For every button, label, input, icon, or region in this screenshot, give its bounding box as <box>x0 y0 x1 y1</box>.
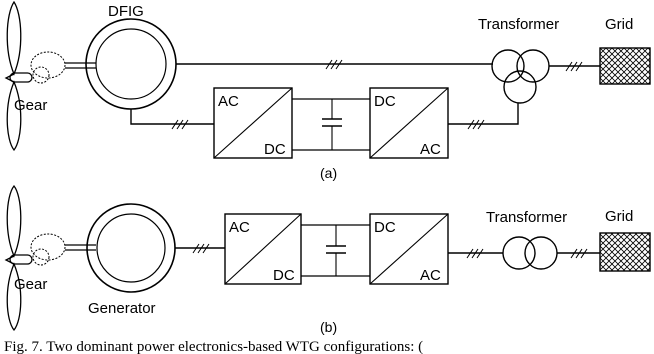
rectifier-a <box>213 87 293 159</box>
transformer-label: Transformer <box>486 209 567 226</box>
diagram-a: DFIG Gear Transformer Grid AC DC DC AC (… <box>4 0 651 181</box>
gear-label: Gear <box>14 276 47 293</box>
three-phase-mark <box>192 243 210 254</box>
rectifier-b <box>224 213 302 285</box>
rectifier-ac-label: AC <box>218 93 239 110</box>
turbine-blades-b <box>4 184 22 332</box>
dc-link-b <box>301 224 370 277</box>
rectifier-ac-label: AC <box>229 219 250 236</box>
inverter-b <box>369 213 449 285</box>
grid-block-a <box>599 47 651 85</box>
transformer-label: Transformer <box>478 16 559 33</box>
generator-label: Generator <box>88 300 156 317</box>
inverter-ac-label: AC <box>420 141 441 158</box>
grid-block-b <box>599 232 651 272</box>
gear-label: Gear <box>14 97 47 114</box>
inverter-dc-label: DC <box>374 93 396 110</box>
turbine-blades-a <box>4 0 22 152</box>
gear-icon <box>30 233 66 266</box>
dc-link-a <box>292 98 370 151</box>
dfig-machine <box>85 18 177 110</box>
rectifier-dc-label: DC <box>264 141 286 158</box>
grid-label: Grid <box>605 208 633 225</box>
generator-machine <box>86 203 176 293</box>
hub-b <box>9 254 33 265</box>
grid-label: Grid <box>605 16 633 33</box>
subfigure-label-a: (a) <box>320 165 337 181</box>
gear-icon <box>30 51 66 84</box>
inverter-dc-label: DC <box>374 219 396 236</box>
three-phase-mark <box>467 119 485 130</box>
three-winding-transformer <box>491 49 550 104</box>
rectifier-dc-label: DC <box>273 267 295 284</box>
subfigure-label-b: (b) <box>320 319 337 335</box>
figure-caption: Fig. 7. Two dominant power electronics-b… <box>4 339 423 354</box>
three-phase-mark <box>171 119 189 130</box>
three-phase-mark <box>466 248 484 259</box>
inverter-ac-label: AC <box>420 267 441 284</box>
hub-a <box>9 72 33 83</box>
three-phase-mark <box>565 61 583 72</box>
dfig-label: DFIG <box>108 3 144 20</box>
three-phase-mark <box>325 59 343 70</box>
inverter-a <box>369 87 449 159</box>
three-phase-mark <box>570 248 588 259</box>
diagram-b: Gear Generator Transformer Grid AC DC DC… <box>4 184 651 335</box>
two-winding-transformer <box>502 236 558 270</box>
